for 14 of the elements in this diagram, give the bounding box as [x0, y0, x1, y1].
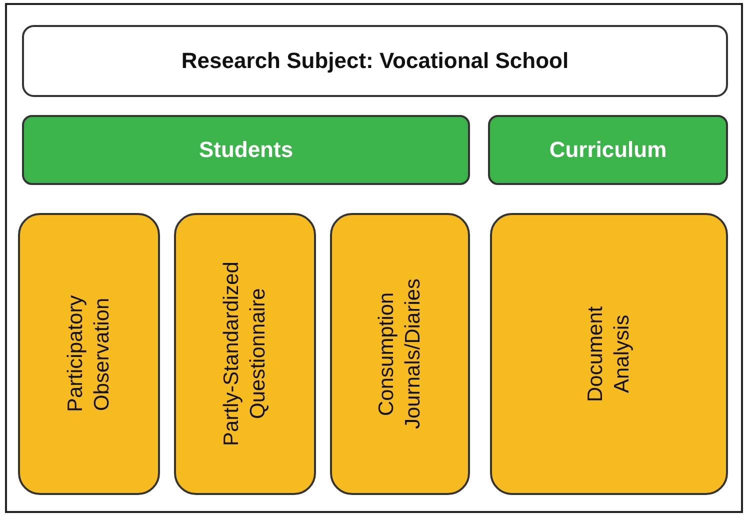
method-label: Participatory Observation [62, 294, 114, 414]
method-box [490, 213, 728, 495]
method-box [18, 213, 160, 495]
method-label: Document Analysis [582, 305, 634, 404]
category-box [22, 115, 470, 185]
method-box [174, 213, 316, 495]
box-label: Research Subject: Vocational School [181, 48, 569, 74]
method-box [330, 213, 470, 495]
box-label: Students [198, 137, 294, 163]
method-label: Consumption Journals/Diaries [374, 278, 425, 432]
category-box [488, 115, 728, 185]
method-label: Partly-Standardized Questionnaire [218, 260, 270, 448]
box-label: Curriculum [549, 137, 667, 163]
title-box [22, 25, 728, 97]
